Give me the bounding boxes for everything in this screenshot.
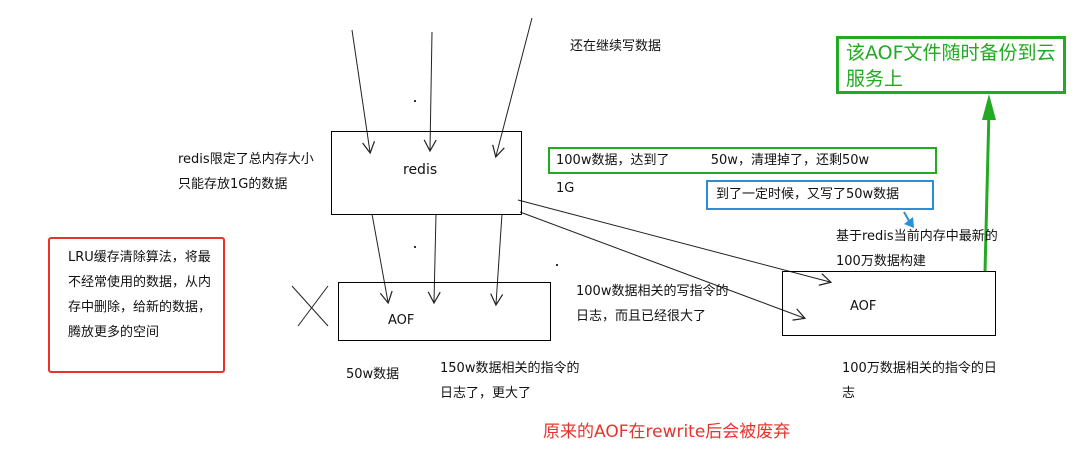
redis-to-right-aof-arrow-1 <box>517 199 833 286</box>
log-100wan-note: 100万数据相关的指令的日志 <box>842 361 997 401</box>
dot-2 <box>414 246 416 248</box>
lru-note-box <box>48 237 225 373</box>
dot-3 <box>556 264 558 266</box>
write-50w-label: 到了一定时候，又写了50w数据 <box>716 187 900 202</box>
still-writing-label: 还在继续写数据 <box>570 39 662 54</box>
redis-to-aof-arrow-3 <box>490 213 504 307</box>
redis-to-aof-arrow-1 <box>371 213 393 305</box>
data-100w-label: 100w数据，达到了 50w，清理掉了，还剩50w <box>556 153 870 168</box>
lru-note-text: LRU缓存清除算法，将最不经常使用的数据，从内存中删除，给新的数据，腾放更多的空… <box>68 250 212 340</box>
redis-limit-note: redis限定了总内存大小只能存放1G的数据 <box>178 152 314 192</box>
write-arrow-2 <box>423 31 437 153</box>
redis-to-aof-arrow-2 <box>427 213 441 305</box>
write-arrow-3 <box>492 17 533 159</box>
blue-pointer-head <box>904 217 914 228</box>
cross-mark-a <box>291 285 329 327</box>
backup-label: 该AOF文件随时备份到云服务上 <box>846 42 1056 90</box>
aof-right-label: AOF <box>850 299 877 314</box>
build-from-mem-note: 基于redis当前内存中最新的100万数据构建 <box>836 229 998 269</box>
aof-left-label: AOF <box>388 313 415 328</box>
aof-box-right <box>782 271 996 336</box>
log-100w-note: 100w数据相关的写指令的日志，而且已经很大了 <box>576 284 729 324</box>
green-backup-arrow-shaft <box>983 109 991 273</box>
backup-box <box>836 36 1066 94</box>
redis-to-right-aof-arrow-2 <box>519 211 807 321</box>
dot-1 <box>414 100 416 102</box>
green-backup-arrow-head <box>982 94 996 120</box>
obsolete-note: 原来的AOF在rewrite后会被废弃 <box>543 422 791 442</box>
log-150w-note: 150w数据相关的指令的日志了，更大了 <box>440 361 580 401</box>
cross-mark-b <box>297 285 329 327</box>
redis-box-label: redis <box>403 162 438 178</box>
aof-box-left <box>338 282 551 341</box>
data-100w-box <box>548 147 937 174</box>
redis-box <box>331 131 522 215</box>
one-g-label: 1G <box>556 181 575 196</box>
write-50w-box <box>706 180 934 210</box>
data-50w-label: 50w数据 <box>346 367 400 382</box>
